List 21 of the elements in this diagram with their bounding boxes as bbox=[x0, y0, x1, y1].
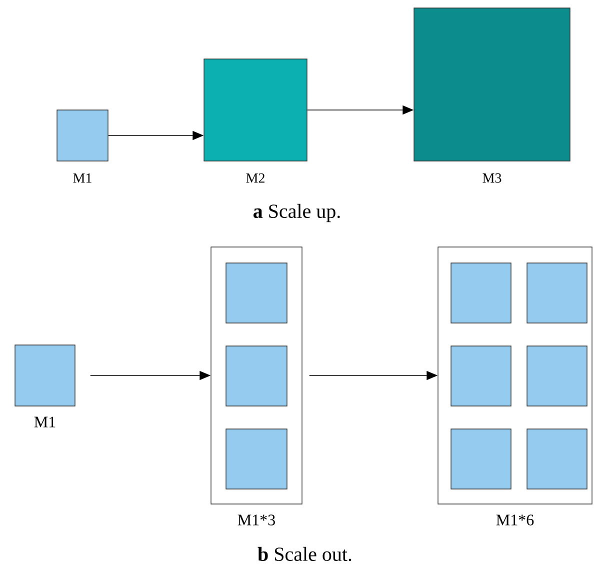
module-box bbox=[226, 346, 288, 406]
caption: b Scale out. bbox=[258, 546, 352, 562]
module-box bbox=[226, 262, 288, 324]
node-label: M2 bbox=[246, 173, 264, 183]
module-box bbox=[450, 262, 512, 324]
node-label: M3 bbox=[482, 173, 502, 183]
module-box bbox=[526, 346, 588, 406]
module-box: M1 bbox=[56, 110, 108, 183]
caption: a Scale up. bbox=[254, 204, 340, 222]
module-box bbox=[526, 428, 588, 490]
module-box bbox=[450, 428, 512, 490]
module-box: M1 bbox=[14, 344, 76, 428]
module-box: M3 bbox=[414, 8, 570, 183]
node-label: M1*6 bbox=[496, 514, 534, 526]
node-label: M1 bbox=[34, 416, 56, 428]
module-box: M2 bbox=[204, 58, 308, 183]
module-box bbox=[526, 262, 588, 324]
node-label: M1*3 bbox=[238, 514, 275, 526]
node-label: M1 bbox=[73, 173, 92, 183]
module-box bbox=[450, 346, 512, 406]
module-box bbox=[226, 428, 288, 490]
